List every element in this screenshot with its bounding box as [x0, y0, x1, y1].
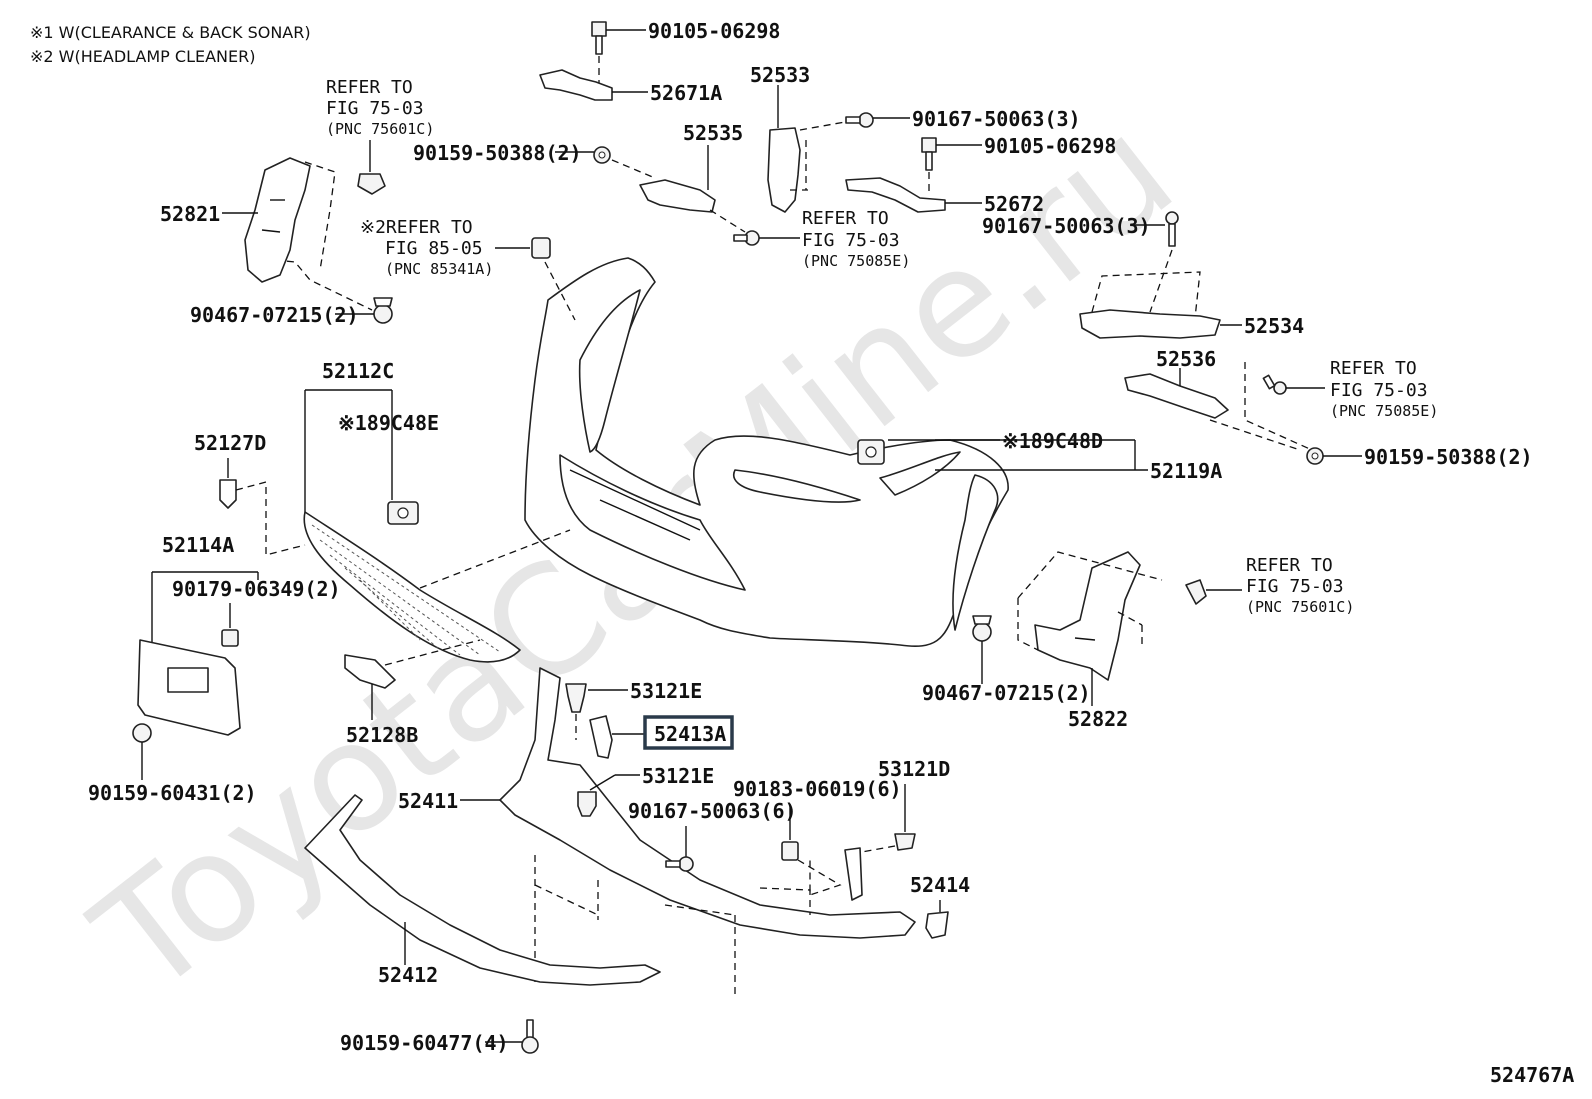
nut-90159-50388-a[interactable]	[593, 146, 611, 164]
clip-53121E-upper[interactable]	[565, 683, 587, 713]
label-90467-07215-a: 90467-07215(2)	[190, 303, 359, 327]
label-90105-06298-top: 90105-06298	[648, 19, 780, 43]
clip-ref-75601C-right[interactable]	[1185, 579, 1207, 605]
label-53121E-upper: 53121E	[630, 679, 702, 703]
bracket-52533[interactable]	[767, 127, 801, 213]
ref-r1-line1: REFER TO	[326, 77, 413, 98]
ref-r4-line1: REFER TO	[1330, 358, 1417, 379]
nut-90159-50388-b[interactable]	[1306, 447, 1324, 465]
screw-90159-60431[interactable]	[132, 723, 152, 743]
sensor-bracket-89C48E[interactable]	[387, 501, 419, 525]
bracket-52413A[interactable]	[589, 715, 613, 759]
ref-r2-line3: (PNC 85341A)	[385, 260, 493, 278]
ref-r3-line3: (PNC 75085E)	[802, 252, 910, 270]
ref-r2-line1: ※2REFER TO	[360, 217, 473, 238]
clip-90467-07215-a[interactable]	[373, 297, 393, 324]
label-90167-50063-c: 90167-50063(6)	[628, 799, 797, 823]
screw-ref-75085E-upper[interactable]	[733, 230, 760, 246]
label-52535: 52535	[683, 121, 743, 145]
highlight-box-52413A[interactable]	[643, 715, 734, 750]
label-90159-60477: 90159-60477(4)	[340, 1031, 509, 1055]
label-52672: 52672	[984, 192, 1044, 216]
label-52119A: 52119A	[1150, 459, 1222, 483]
retainer-52127D[interactable]	[219, 479, 237, 509]
lip-52412[interactable]	[304, 794, 661, 986]
bolt-90105-06298-mid[interactable]	[921, 137, 937, 171]
bumper-cover-52119A[interactable]	[524, 257, 1009, 647]
clip-53121D[interactable]	[894, 833, 916, 851]
license-bracket-52114A[interactable]	[137, 639, 241, 736]
bracket-52534[interactable]	[1079, 309, 1221, 339]
bracket-52672[interactable]	[845, 177, 946, 213]
label-90159-50388-b: 90159-50388(2)	[1364, 445, 1533, 469]
bracket-52536[interactable]	[1124, 373, 1229, 419]
screw-90167-50063-a[interactable]	[845, 112, 874, 128]
bracket-52671A[interactable]	[539, 69, 613, 101]
label-53121E-lower: 53121E	[642, 764, 714, 788]
screw-90167-50063-c[interactable]	[665, 856, 694, 872]
ref-r1-line2: FIG 75-03	[326, 98, 424, 119]
bracket-52535[interactable]	[639, 179, 716, 213]
label-89C48D: ※189C48D	[1002, 429, 1103, 453]
label-52534: 52534	[1244, 314, 1304, 338]
bracket-52414[interactable]	[925, 911, 949, 939]
ref-r4-line2: FIG 75-03	[1330, 380, 1428, 401]
nut-90179-06349[interactable]	[221, 629, 239, 647]
label-52821: 52821	[160, 202, 220, 226]
ref-r5-line3: (PNC 75601C)	[1246, 598, 1354, 616]
label-52536: 52536	[1156, 347, 1216, 371]
label-52128B: 52128B	[346, 723, 418, 747]
ref-r5-line2: FIG 75-03	[1246, 576, 1344, 597]
cap-ref-85341A[interactable]	[531, 237, 551, 259]
label-53121D: 53121D	[878, 757, 950, 781]
label-90183-06019: 90183-06019(6)	[733, 777, 902, 801]
bracket-52822[interactable]	[1034, 551, 1141, 681]
clip-90467-07215-b[interactable]	[972, 615, 992, 642]
ref-r3-line2: FIG 75-03	[802, 230, 900, 251]
note-headlamp-cleaner: ※2 W(HEADLAMP CLEANER)	[30, 47, 255, 66]
bolt-90105-06298-top[interactable]	[591, 21, 607, 55]
sensor-bracket-89C48D[interactable]	[857, 439, 885, 465]
label-52822: 52822	[1068, 707, 1128, 731]
ref-r1-line3: (PNC 75601C)	[326, 120, 434, 138]
label-90179-06349: 90179-06349(2)	[172, 577, 341, 601]
label-52411: 52411	[398, 789, 458, 813]
label-90159-50388-a: 90159-50388(2)	[413, 141, 582, 165]
label-90159-60431: 90159-60431(2)	[88, 781, 257, 805]
label-52413A: 52413A	[654, 722, 726, 746]
label-90167-50063-b: 90167-50063(3)	[982, 214, 1151, 238]
ref-r4-line3: (PNC 75085E)	[1330, 402, 1438, 420]
clip-ref-75601C-left[interactable]	[357, 173, 386, 195]
ref-r5-line1: REFER TO	[1246, 555, 1333, 576]
note-clearance-sonar: ※1 W(CLEARANCE & BACK SONAR)	[30, 23, 311, 42]
ref-r3-line1: REFER TO	[802, 208, 889, 229]
label-52114A: 52114A	[162, 533, 234, 557]
figure-id: 524767A	[1490, 1063, 1574, 1087]
label-52533: 52533	[750, 63, 810, 87]
ref-r2-line2: FIG 85-05	[385, 238, 483, 259]
label-52112C: 52112C	[322, 359, 394, 383]
label-52671A: 52671A	[650, 81, 722, 105]
screw-ref-75085E-right[interactable]	[1262, 374, 1287, 395]
label-90167-50063-a: 90167-50063(3)	[912, 107, 1081, 131]
screw-90159-60477[interactable]	[521, 1019, 539, 1054]
bracket-52821[interactable]	[244, 157, 311, 283]
cover-52128B[interactable]	[344, 654, 396, 689]
grille-52112C[interactable]	[303, 511, 521, 663]
label-89C48E: ※189C48E	[338, 411, 439, 435]
nut-90183-06019[interactable]	[781, 841, 799, 861]
label-90467-07215-b: 90467-07215(2)	[922, 681, 1091, 705]
clip-53121E-lower[interactable]	[577, 791, 597, 817]
label-52414: 52414	[910, 873, 970, 897]
label-52127D: 52127D	[194, 431, 266, 455]
label-52412: 52412	[378, 963, 438, 987]
screw-90167-50063-b[interactable]	[1165, 211, 1179, 247]
label-90105-06298-mid: 90105-06298	[984, 134, 1116, 158]
